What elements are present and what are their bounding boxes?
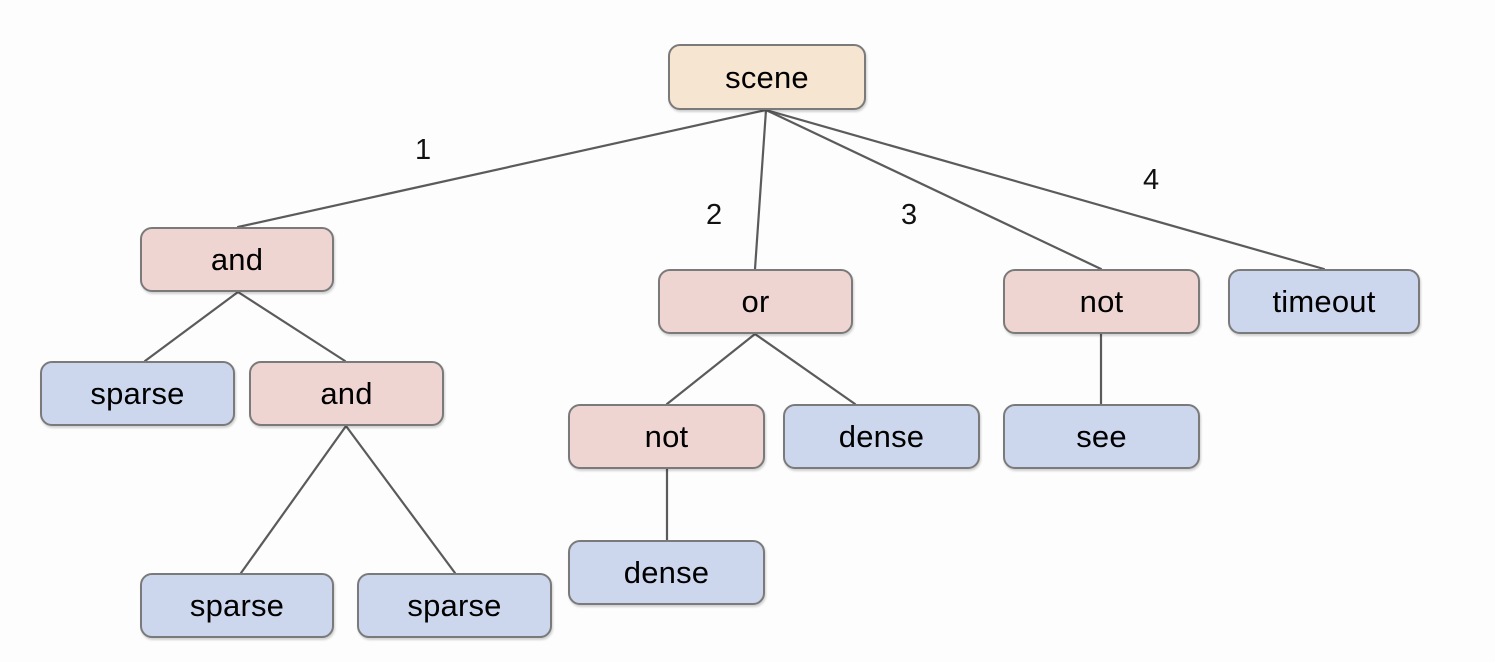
- tree-node-scene[interactable]: scene: [668, 44, 866, 110]
- tree-node-sparse2[interactable]: sparse: [140, 573, 334, 638]
- tree-node-label: sparse: [90, 376, 185, 411]
- edge-label-2: 2: [706, 199, 723, 231]
- edge-label-1: 1: [415, 134, 432, 166]
- tree-edge-and1-to-sparse1: [143, 290, 240, 363]
- tree-node-label: scene: [725, 59, 809, 95]
- tree-node-sparse1[interactable]: sparse: [40, 361, 235, 426]
- tree-node-timeout1[interactable]: timeout: [1228, 269, 1420, 334]
- tree-node-label: and: [320, 376, 373, 411]
- tree-node-sparse3[interactable]: sparse: [357, 573, 552, 638]
- tree-edge-and2-to-sparse3: [344, 424, 457, 575]
- tree-edge-scene-to-and1: [236, 108, 768, 229]
- tree-edge-or1-to-not1: [665, 332, 757, 406]
- tree-edge-scene-to-or1: [753, 108, 768, 271]
- tree-node-and1[interactable]: and: [140, 227, 334, 292]
- tree-node-or1[interactable]: or: [658, 269, 853, 334]
- tree-node-label: dense: [623, 555, 710, 590]
- tree-node-not1[interactable]: not: [568, 404, 765, 469]
- tree-node-label: see: [1076, 419, 1127, 454]
- tree-node-label: not: [644, 419, 689, 454]
- tree-node-dense1[interactable]: dense: [568, 540, 765, 605]
- tree-edge-and1-to-and2: [236, 290, 347, 363]
- tree-node-label: sparse: [189, 588, 285, 623]
- tree-node-not2[interactable]: not: [1003, 269, 1200, 334]
- tree-node-label: not: [1079, 284, 1124, 319]
- tree-edge-or1-to-dense2: [753, 332, 857, 406]
- tree-node-label: timeout: [1272, 284, 1376, 319]
- tree-node-label: and: [210, 242, 264, 277]
- edge-label-3: 3: [901, 199, 918, 231]
- tree-node-label: or: [741, 284, 770, 319]
- tree-node-label: dense: [838, 419, 925, 454]
- edge-label-4: 4: [1143, 164, 1160, 196]
- tree-node-see1[interactable]: see: [1003, 404, 1200, 469]
- tree-edge-scene-to-not2: [764, 108, 1103, 271]
- tree-edge-and2-to-sparse2: [239, 424, 348, 575]
- tree-node-dense2[interactable]: dense: [783, 404, 980, 469]
- tree-node-and2[interactable]: and: [249, 361, 444, 426]
- tree-edge-scene-to-timeout1: [764, 108, 1326, 271]
- tree-node-label: sparse: [407, 588, 502, 623]
